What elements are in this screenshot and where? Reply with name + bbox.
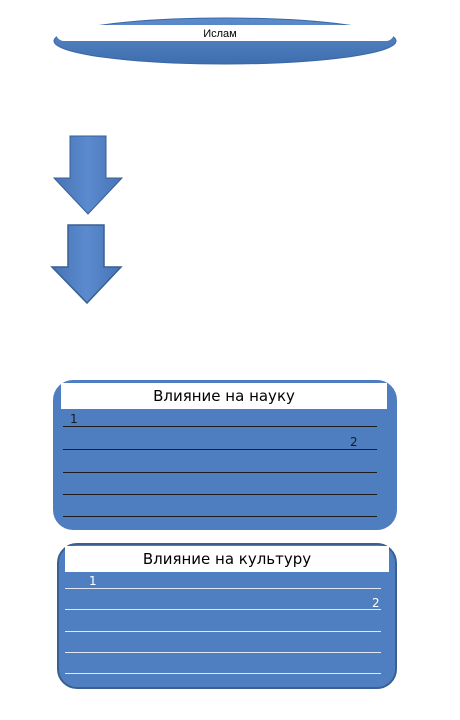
culture-marker-1: 1 xyxy=(89,574,97,588)
science-answer-line-3[interactable] xyxy=(63,472,377,473)
title-oval-highlight xyxy=(56,25,394,41)
science-marker-2: 2 xyxy=(350,435,358,449)
down-arrow-2 xyxy=(50,224,123,305)
science-marker-1: 1 xyxy=(70,412,78,426)
culture-answer-line-5[interactable] xyxy=(65,673,381,674)
culture-answer-line-4[interactable] xyxy=(65,652,381,653)
culture-answer-line-3[interactable] xyxy=(65,631,381,632)
culture-answer-line-2[interactable] xyxy=(65,609,381,610)
science-answer-line-1[interactable] xyxy=(63,426,377,427)
science-influence-box: Влияние на науку 1 2 xyxy=(53,380,397,530)
science-answer-line-4[interactable] xyxy=(63,494,377,495)
culture-box-heading: Влияние на культуру xyxy=(65,546,389,572)
culture-answer-line-1[interactable] xyxy=(65,588,381,589)
culture-marker-2: 2 xyxy=(372,596,380,610)
science-answer-line-5[interactable] xyxy=(63,516,377,517)
down-arrow-1 xyxy=(52,135,124,215)
science-answer-line-2[interactable] xyxy=(63,449,377,450)
culture-influence-box: Влияние на культуру 1 2 xyxy=(57,543,397,689)
science-box-heading: Влияние на науку xyxy=(61,383,387,409)
diagram-title: Ислам xyxy=(203,28,237,40)
